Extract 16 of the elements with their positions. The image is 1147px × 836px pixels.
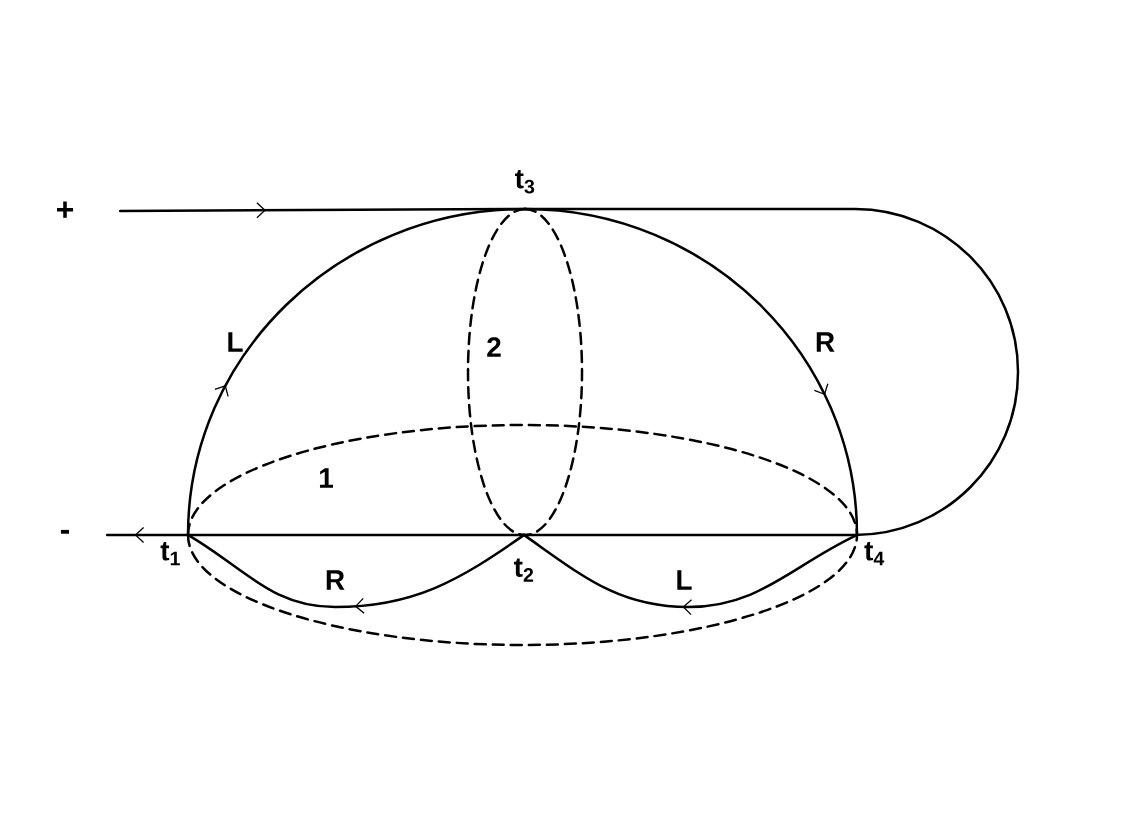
point-label: t$_{2}$	[514, 558, 534, 582]
dashed-curve	[186, 423, 859, 537]
region-number: 2	[485, 336, 503, 358]
point-label: t$_{4}$	[864, 542, 885, 566]
edge-label: L	[674, 569, 694, 591]
point-label: t$_{3}$	[515, 170, 535, 194]
dashed-curve	[186, 533, 859, 647]
point-label: t$_{1}$	[160, 542, 180, 566]
terminal-sign: +	[57, 201, 74, 218]
terminal-sign: -	[60, 529, 70, 534]
edge-label: L	[225, 331, 245, 353]
edge-label: R	[813, 331, 837, 353]
edge-label: R	[323, 569, 347, 591]
dashed-curve	[522, 207, 584, 537]
region-number: 1	[317, 467, 335, 489]
dashed-curve	[466, 207, 527, 537]
